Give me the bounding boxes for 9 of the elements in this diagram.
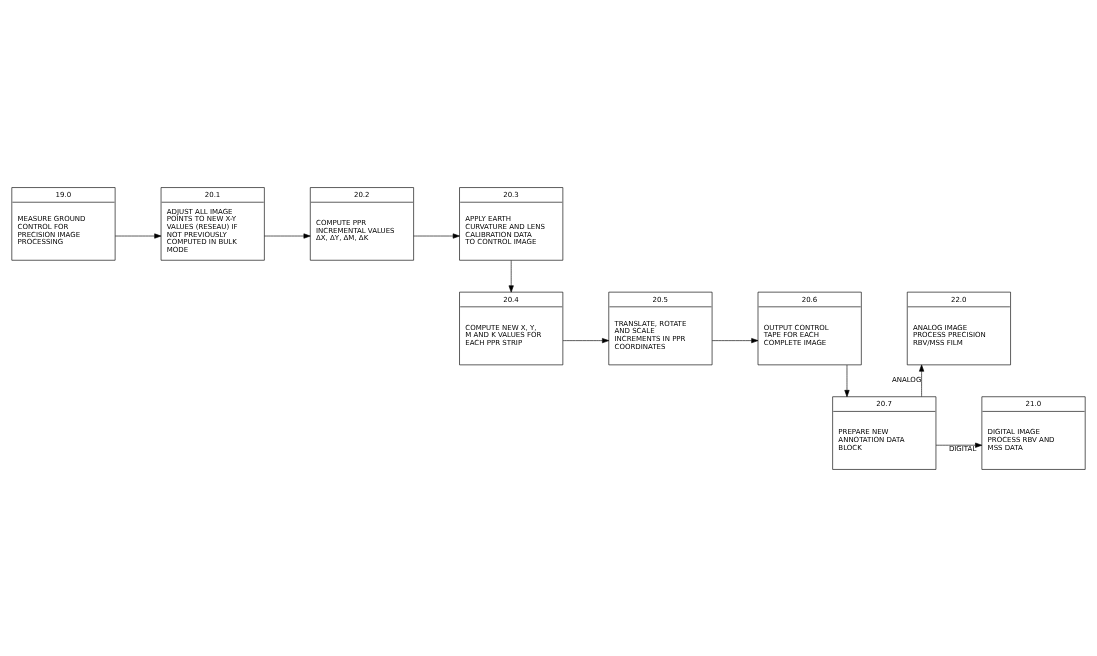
arrow <box>562 337 610 343</box>
arrow <box>413 232 460 239</box>
arrow <box>508 259 514 292</box>
arrow <box>711 337 759 343</box>
arrow <box>114 232 162 239</box>
arrow <box>844 364 850 397</box>
arrow <box>264 232 311 239</box>
arrow <box>919 364 925 397</box>
arrow <box>935 442 983 448</box>
